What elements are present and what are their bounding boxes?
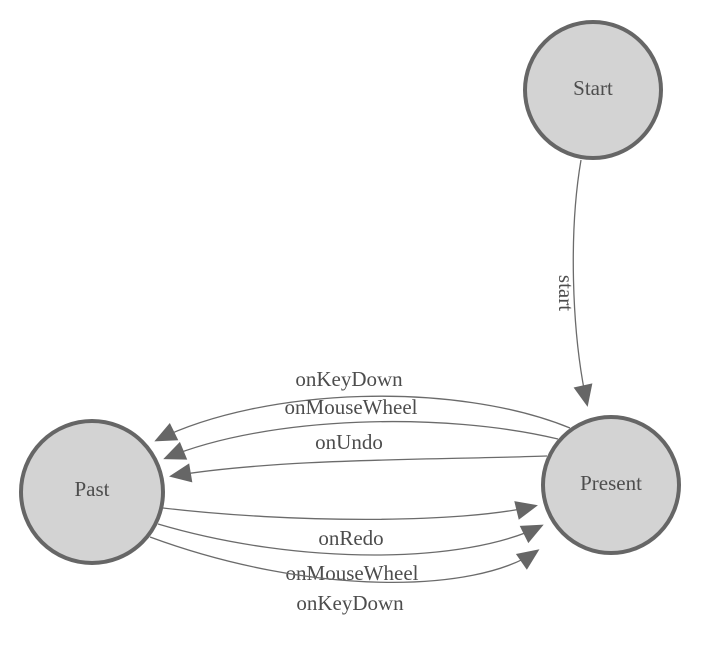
node-present[interactable]: Present: [541, 415, 681, 555]
edge-label-onundo: onUndo: [315, 430, 383, 454]
node-circle-present[interactable]: [541, 415, 681, 555]
node-label-present: Present: [580, 471, 642, 495]
edge-present-to-past-onundo: onUndo: [169, 430, 548, 483]
edge-start-to-present: start: [554, 159, 593, 407]
node-past[interactable]: Past: [19, 419, 165, 565]
edge-label-start: start: [554, 275, 578, 311]
edge-path-onkeydown-bottom: [149, 536, 540, 584]
node-circle-past[interactable]: [19, 419, 165, 565]
node-circle-start[interactable]: [523, 20, 663, 160]
edge-past-to-present-onredo: onRedo: [162, 501, 538, 550]
edge-present-to-past-onmousewheel: onMouseWheel: [163, 395, 559, 460]
edge-label-onredo: onRedo: [318, 526, 383, 550]
edge-path-onmousewheel-bottom: [157, 523, 544, 556]
edge-path-onundo: [169, 455, 548, 483]
edge-path-onmousewheel-top: [163, 420, 559, 460]
edge-past-to-present-onkeydown: onKeyDown: [149, 536, 540, 615]
edge-label-onkeydown-bottom: onKeyDown: [296, 591, 404, 615]
edge-present-to-past-onkeydown: onKeyDown: [154, 367, 571, 442]
edge-path-onredo: [162, 501, 538, 521]
edge-path-onkeydown-top: [154, 395, 571, 442]
edge-label-onkeydown-top: onKeyDown: [295, 367, 403, 391]
node-start[interactable]: Start: [523, 20, 663, 160]
node-label-start: Start: [573, 76, 613, 100]
edge-path-start: [572, 159, 593, 407]
node-label-past: Past: [74, 477, 109, 501]
edge-label-onmousewheel-top: onMouseWheel: [285, 395, 418, 419]
